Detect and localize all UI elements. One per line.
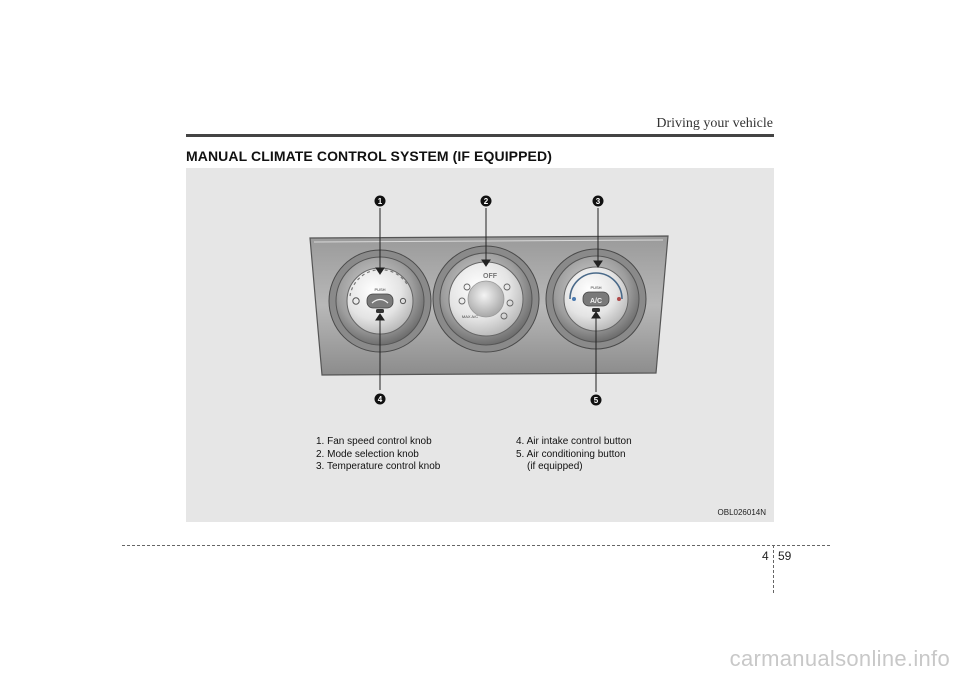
callout-1: 1 xyxy=(374,195,386,207)
legend-item: 5. Air conditioning button xyxy=(516,448,626,460)
svg-text:5: 5 xyxy=(594,396,599,405)
callout-2: 2 xyxy=(480,195,492,207)
hot-indicator-icon xyxy=(617,297,621,301)
page-number: 59 xyxy=(778,549,792,563)
figure-code: OBL026014N xyxy=(717,508,766,517)
running-header: Driving your vehicle xyxy=(656,116,773,131)
section-title: MANUAL CLIMATE CONTROL SYSTEM (IF EQUIPP… xyxy=(186,148,552,164)
svg-text:1: 1 xyxy=(378,197,383,206)
ac-label: A/C xyxy=(590,298,602,305)
ac-indicator-led xyxy=(592,308,600,312)
legend-right: 4. Air intake control button 5. Air cond… xyxy=(516,436,632,474)
bilevel-mode-icon xyxy=(458,297,466,305)
fan-icon xyxy=(352,297,360,305)
ac-button xyxy=(582,291,610,307)
svg-text:4: 4 xyxy=(378,395,383,404)
floor-defrost-icon xyxy=(506,299,514,307)
floor-mode-icon xyxy=(503,283,511,291)
legend-item: 3. Temperature control knob xyxy=(316,461,441,472)
recirculation-icon xyxy=(371,298,389,304)
temperature-knob: A/C PUSH xyxy=(545,248,647,350)
legend-item: 4. Air intake control button xyxy=(516,436,632,447)
legend-item-note: (if equipped) xyxy=(527,461,583,472)
vent-mode-icon xyxy=(463,283,471,291)
climate-control-figure: PUSH OFF MAX A/C A/C PUSH xyxy=(186,168,774,522)
footer-rule xyxy=(122,545,830,546)
callout-3: 3 xyxy=(592,195,604,207)
mode-selection-knob: OFF MAX A/C xyxy=(432,245,540,353)
fan-indicator-led xyxy=(376,309,384,313)
off-label: OFF xyxy=(483,273,498,280)
legend-item: 2. Mode selection knob xyxy=(316,448,419,460)
recirculation-button xyxy=(366,293,394,309)
push-label-left: PUSH xyxy=(374,287,385,292)
defrost-icon xyxy=(500,312,508,320)
push-label-right: PUSH xyxy=(590,285,601,290)
climate-panel-illustration: PUSH OFF MAX A/C A/C PUSH xyxy=(309,195,669,406)
watermark: carmanualsonline.info xyxy=(729,646,950,671)
fan-max-icon xyxy=(399,297,407,305)
chapter-number: 4 xyxy=(762,549,769,563)
svg-text:2: 2 xyxy=(484,197,489,206)
callout-4: 4 xyxy=(374,393,386,405)
callout-leaders xyxy=(375,208,603,392)
footer-vertical-rule xyxy=(773,545,774,593)
svg-text:3: 3 xyxy=(596,197,601,206)
cold-indicator-icon xyxy=(572,297,576,301)
header-rule xyxy=(186,134,774,137)
legend-left: 1. Fan speed control knob 2. Mode select… xyxy=(316,436,440,474)
max-ac-label: MAX A/C xyxy=(462,314,478,319)
callout-5: 5 xyxy=(590,394,602,406)
legend-item: 1. Fan speed control knob xyxy=(316,436,432,447)
